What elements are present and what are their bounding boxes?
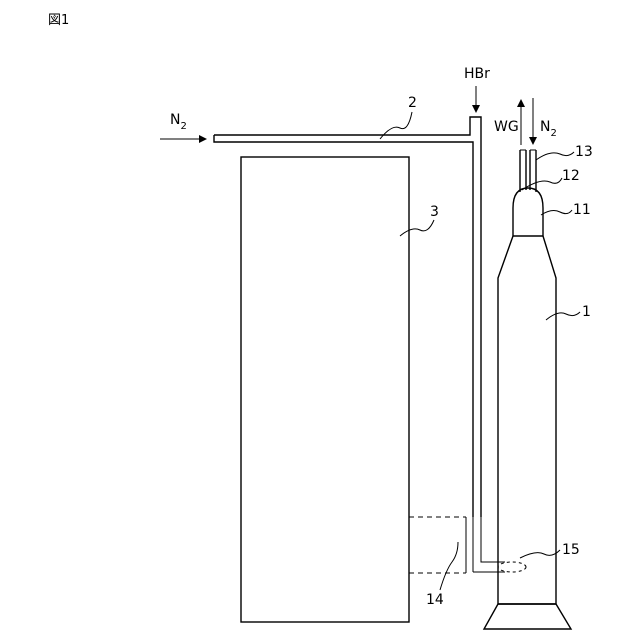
ref-label-12: 12 <box>562 168 580 184</box>
vessel-3 <box>241 157 409 622</box>
column-1 <box>484 236 571 629</box>
ref-label-15: 15 <box>562 542 580 558</box>
n2-left-label: N2 <box>170 112 187 132</box>
ref-label-1: 1 <box>582 304 591 320</box>
tubes-12-13 <box>520 150 536 192</box>
ref-label-2: 2 <box>408 95 417 111</box>
leader-lines <box>380 112 580 590</box>
cap-11 <box>513 188 543 236</box>
joint-section <box>409 517 526 573</box>
wg-label: WG <box>494 119 519 135</box>
ref-label-13: 13 <box>575 144 593 160</box>
ref-label-14: 14 <box>426 592 444 608</box>
hbr-label: HBr <box>464 66 490 82</box>
nitrogen-pipe <box>214 117 481 517</box>
figure-title: 図1 <box>48 13 69 28</box>
ref-label-11: 11 <box>573 202 591 218</box>
n2-top-label: N2 <box>540 119 557 139</box>
ref-label-3: 3 <box>430 204 439 220</box>
